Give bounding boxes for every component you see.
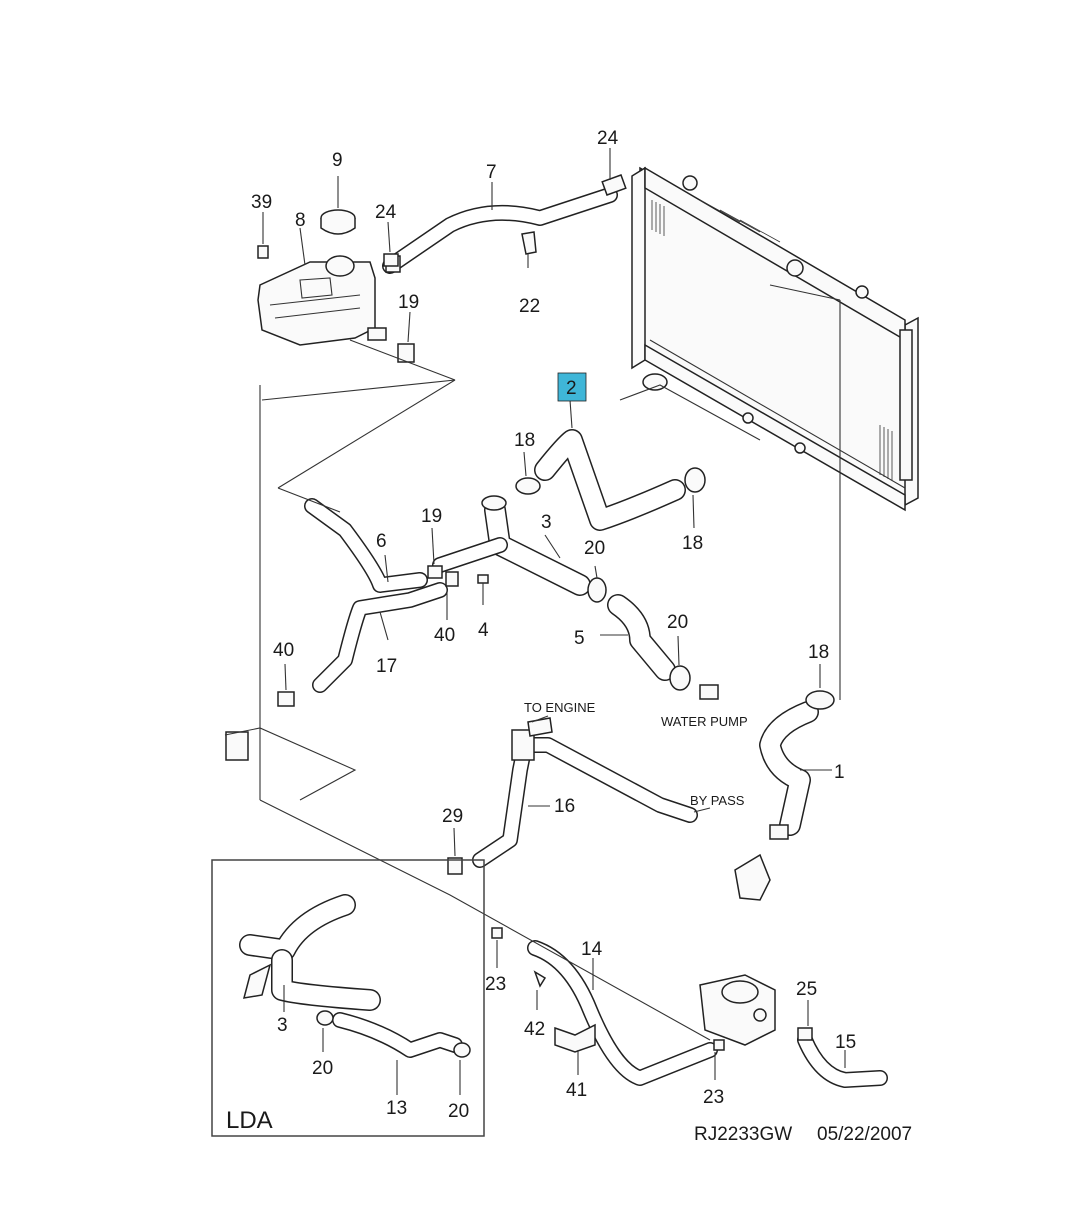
callout-5[interactable]: 5 (574, 628, 585, 649)
hose-5 (607, 594, 676, 681)
water-pump-caption: WATER PUMP (661, 714, 748, 729)
callout-17[interactable]: 17 (376, 656, 397, 677)
callout-3-lda[interactable]: 3 (277, 1015, 288, 1036)
callout-42[interactable]: 42 (524, 1019, 545, 1040)
expansion-tank (257, 255, 387, 346)
hose-14 (527, 940, 718, 1086)
hose-17 (312, 582, 448, 693)
to-engine-arrow (531, 715, 549, 723)
heater-core-stub (225, 731, 249, 761)
upper-radiator-hose-2 (534, 429, 686, 531)
callout-18-upper-left[interactable]: 18 (514, 430, 535, 451)
callout-6[interactable]: 6 (376, 531, 387, 552)
clamp-19-mid (427, 565, 443, 579)
callout-7[interactable]: 7 (486, 162, 497, 183)
radiator-top-tank (644, 166, 906, 342)
clamp-18-lower (805, 690, 835, 710)
lda-pipe-assembly (239, 894, 471, 1058)
bracket-41 (554, 1023, 596, 1053)
lower-radiator-hose-1 (759, 701, 819, 836)
thermostat-housing (734, 824, 789, 901)
clamp-20-hose5 (669, 665, 691, 691)
water-pump-stub (699, 684, 719, 700)
hose-6 (304, 498, 428, 593)
callout-23-lower[interactable]: 23 (703, 1087, 724, 1108)
clip-42 (533, 970, 547, 988)
callout-29[interactable]: 29 (442, 806, 463, 827)
clamp-18-upper-right (684, 467, 706, 493)
by-pass-arrow (693, 807, 711, 813)
callout-20-hose5[interactable]: 20 (667, 612, 688, 633)
callout-labels: 1 2 3 4 5 6 7 8 9 13 14 15 16 17 18 18 1… (251, 128, 856, 1122)
callout-8[interactable]: 8 (295, 210, 306, 231)
callout-24-radiator[interactable]: 24 (597, 128, 619, 149)
by-pass-caption: BY PASS (690, 793, 745, 808)
callout-24-tank[interactable]: 24 (375, 202, 397, 223)
callout-20-pipe[interactable]: 20 (584, 538, 605, 559)
callout-2[interactable]: 2 (566, 378, 577, 399)
callout-19-mid[interactable]: 19 (421, 506, 442, 527)
callout-20-lda-right[interactable]: 20 (448, 1101, 469, 1122)
tank-clip (257, 245, 269, 259)
bolt-4 (477, 574, 489, 605)
callout-1[interactable]: 1 (834, 762, 845, 783)
callout-18-lower[interactable]: 18 (808, 642, 829, 663)
callout-40-mid[interactable]: 40 (434, 625, 455, 646)
callout-18-upper-right[interactable]: 18 (682, 533, 703, 554)
callout-3[interactable]: 3 (541, 512, 552, 533)
leader-lines (224, 148, 846, 1080)
hose-clip-22 (521, 231, 537, 268)
diagram-reference-code: RJ2233GW (694, 1124, 792, 1145)
callout-40-left[interactable]: 40 (273, 640, 294, 661)
lda-inset-label: LDA (226, 1107, 273, 1134)
callout-15[interactable]: 15 (835, 1032, 856, 1053)
hose-15 (797, 1032, 888, 1088)
bypass-hose-16 (472, 717, 698, 868)
clamp-29 (447, 857, 463, 875)
clamp-19-tank (397, 343, 415, 363)
clamp-23-upper (491, 927, 503, 939)
clamp-25 (797, 1027, 813, 1041)
clamp-18-upper-left (515, 477, 541, 495)
callout-25[interactable]: 25 (796, 979, 817, 1000)
diagram-date: 05/22/2007 (817, 1124, 912, 1145)
callout-9[interactable]: 9 (332, 150, 343, 171)
callout-23-upper[interactable]: 23 (485, 974, 506, 995)
overflow-hose-7 (382, 174, 627, 274)
clamp-20-pipe (587, 577, 607, 603)
callout-13[interactable]: 13 (386, 1098, 407, 1119)
callout-41[interactable]: 41 (566, 1080, 587, 1101)
callout-39[interactable]: 39 (251, 192, 272, 213)
clamp-40-mid (445, 571, 459, 587)
callout-22[interactable]: 22 (519, 296, 540, 317)
clamp-40-left (277, 691, 295, 707)
radiator-fins (651, 199, 893, 481)
callout-19-tank[interactable]: 19 (398, 292, 419, 313)
radiator (631, 166, 919, 512)
callout-16[interactable]: 16 (554, 796, 575, 817)
highlight-part-2 (557, 372, 587, 402)
clamp-24-tank (383, 253, 399, 267)
lda-inset-frame (211, 859, 485, 1137)
water-pipe-3 (432, 495, 591, 596)
radiator-cap (320, 209, 356, 235)
throttle-body (699, 974, 776, 1046)
callout-4[interactable]: 4 (478, 620, 489, 641)
to-engine-caption: TO ENGINE (524, 700, 596, 715)
lda-leader-lines (283, 985, 461, 1095)
callout-20-lda-left[interactable]: 20 (312, 1058, 333, 1079)
clamp-23-lower (713, 1039, 725, 1051)
callout-14[interactable]: 14 (581, 939, 603, 960)
